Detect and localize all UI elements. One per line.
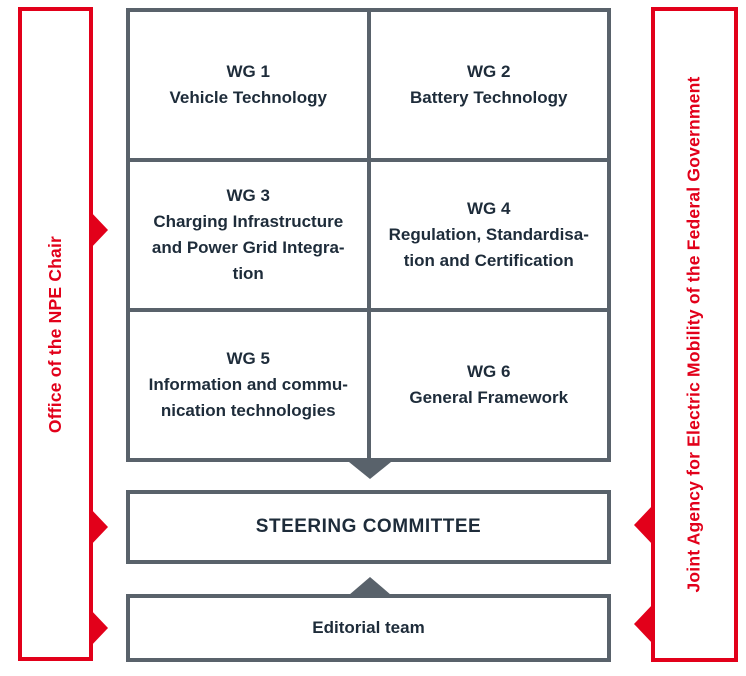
wg3-name: Charging Infrastructure and Power Grid I…: [151, 212, 345, 283]
editorial-team-label: Editorial team: [312, 618, 425, 637]
office-npe-chair-sidebar: Office of the NPE Chair: [18, 7, 93, 661]
wg1-cell: WG 1 Vehicle Technology: [130, 12, 367, 158]
office-npe-chair-label: Office of the NPE Chair: [45, 235, 66, 433]
triangle-left-icon: [634, 604, 653, 644]
wg4-cell: WG 4 Regulation, Standardisa- tion and C…: [370, 162, 607, 308]
triangle-right-icon: [89, 507, 108, 547]
wg3-id: WG 3: [226, 186, 270, 205]
wg6-id: WG 6: [467, 362, 511, 381]
triangle-left-icon: [634, 505, 653, 545]
wg1-name: Vehicle Technology: [169, 88, 327, 107]
wg5-id: WG 5: [226, 349, 270, 368]
wg6-name: General Framework: [409, 388, 569, 407]
wg2-name: Battery Technology: [410, 88, 568, 107]
editorial-team-box: Editorial team: [126, 594, 611, 662]
wg5-name: Information and commu- nication technolo…: [148, 375, 348, 420]
wg1-id: WG 1: [226, 62, 270, 81]
wg3-cell: WG 3 Charging Infrastructure and Power G…: [130, 162, 367, 308]
triangle-right-icon: [89, 608, 108, 648]
wg2-cell: WG 2 Battery Technology: [370, 12, 607, 158]
wg5-cell: WG 5 Information and commu- nication tec…: [130, 312, 367, 458]
joint-agency-sidebar: Joint Agency for Electric Mobility of th…: [651, 7, 738, 662]
wg4-id: WG 4: [467, 199, 511, 218]
joint-agency-label: Joint Agency for Electric Mobility of th…: [684, 76, 704, 593]
triangle-up-icon: [349, 577, 391, 595]
working-groups-grid: WG 1 Vehicle Technology WG 2 Battery Tec…: [126, 8, 611, 462]
triangle-right-icon: [89, 210, 108, 250]
wg4-name: Regulation, Standardisa- tion and Certif…: [388, 225, 589, 270]
wg2-id: WG 2: [467, 62, 511, 81]
steering-committee-label: STEERING COMMITTEE: [255, 516, 482, 537]
triangle-down-icon: [349, 462, 391, 479]
wg6-cell: WG 6 General Framework: [370, 312, 607, 458]
steering-committee-box: STEERING COMMITTEE: [126, 490, 611, 564]
